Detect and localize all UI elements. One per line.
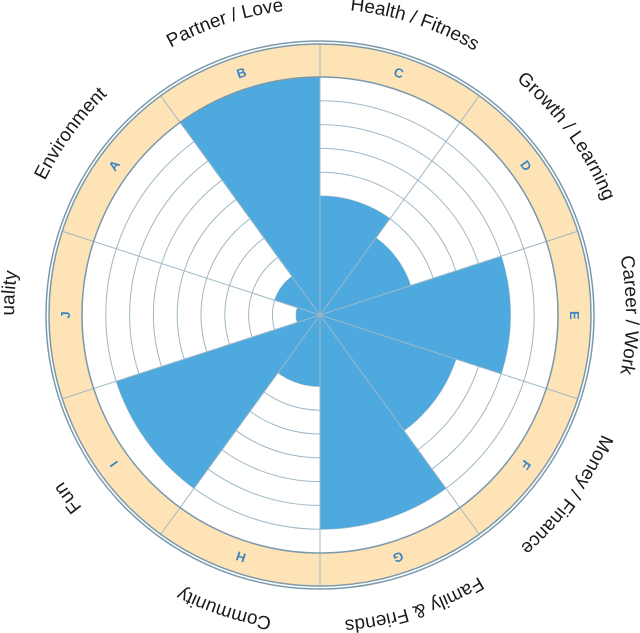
area-label-i: Fun bbox=[50, 478, 86, 517]
band-outline bbox=[48, 43, 592, 587]
area-label-h: Community bbox=[173, 583, 272, 633]
segment-bar-g bbox=[320, 315, 446, 530]
segment-bar-h bbox=[278, 315, 320, 387]
spoke-line bbox=[62, 314, 321, 400]
band-letter-b: B bbox=[235, 64, 249, 81]
segment-bar-f bbox=[320, 315, 456, 431]
segment-bar-e bbox=[320, 256, 511, 374]
segment-bar-d bbox=[320, 237, 411, 315]
band-letter-h: H bbox=[234, 549, 248, 566]
segment-bar-c bbox=[320, 196, 390, 315]
spoke-line bbox=[319, 95, 480, 316]
band-letter-e: E bbox=[567, 311, 582, 320]
area-label-c: Health / Fitness bbox=[349, 0, 482, 55]
area-label-b: Partner / Love bbox=[163, 0, 284, 52]
circle-outlines bbox=[45, 40, 595, 590]
segment-bar-j bbox=[296, 307, 320, 323]
band-letter-i: I bbox=[106, 459, 120, 471]
outer-outline bbox=[45, 40, 595, 590]
segment-bar-a bbox=[274, 276, 320, 315]
spoke-lines bbox=[62, 44, 578, 586]
spoke-line bbox=[319, 314, 480, 535]
area-label-e: Career / Work bbox=[615, 254, 640, 377]
band-letter-j: J bbox=[58, 311, 73, 318]
area-label-j: Spirituality bbox=[0, 0, 22, 316]
value-segments bbox=[116, 77, 511, 530]
segment-bar-b bbox=[180, 77, 320, 315]
spoke-line bbox=[319, 314, 578, 400]
segment-bar-i bbox=[116, 315, 320, 489]
spoke-line bbox=[62, 230, 321, 316]
spoke-line bbox=[160, 95, 321, 316]
spoke-line bbox=[319, 230, 578, 316]
inner-outline bbox=[81, 76, 559, 554]
spoke-line bbox=[160, 314, 321, 535]
band-letter-g: G bbox=[391, 549, 405, 566]
